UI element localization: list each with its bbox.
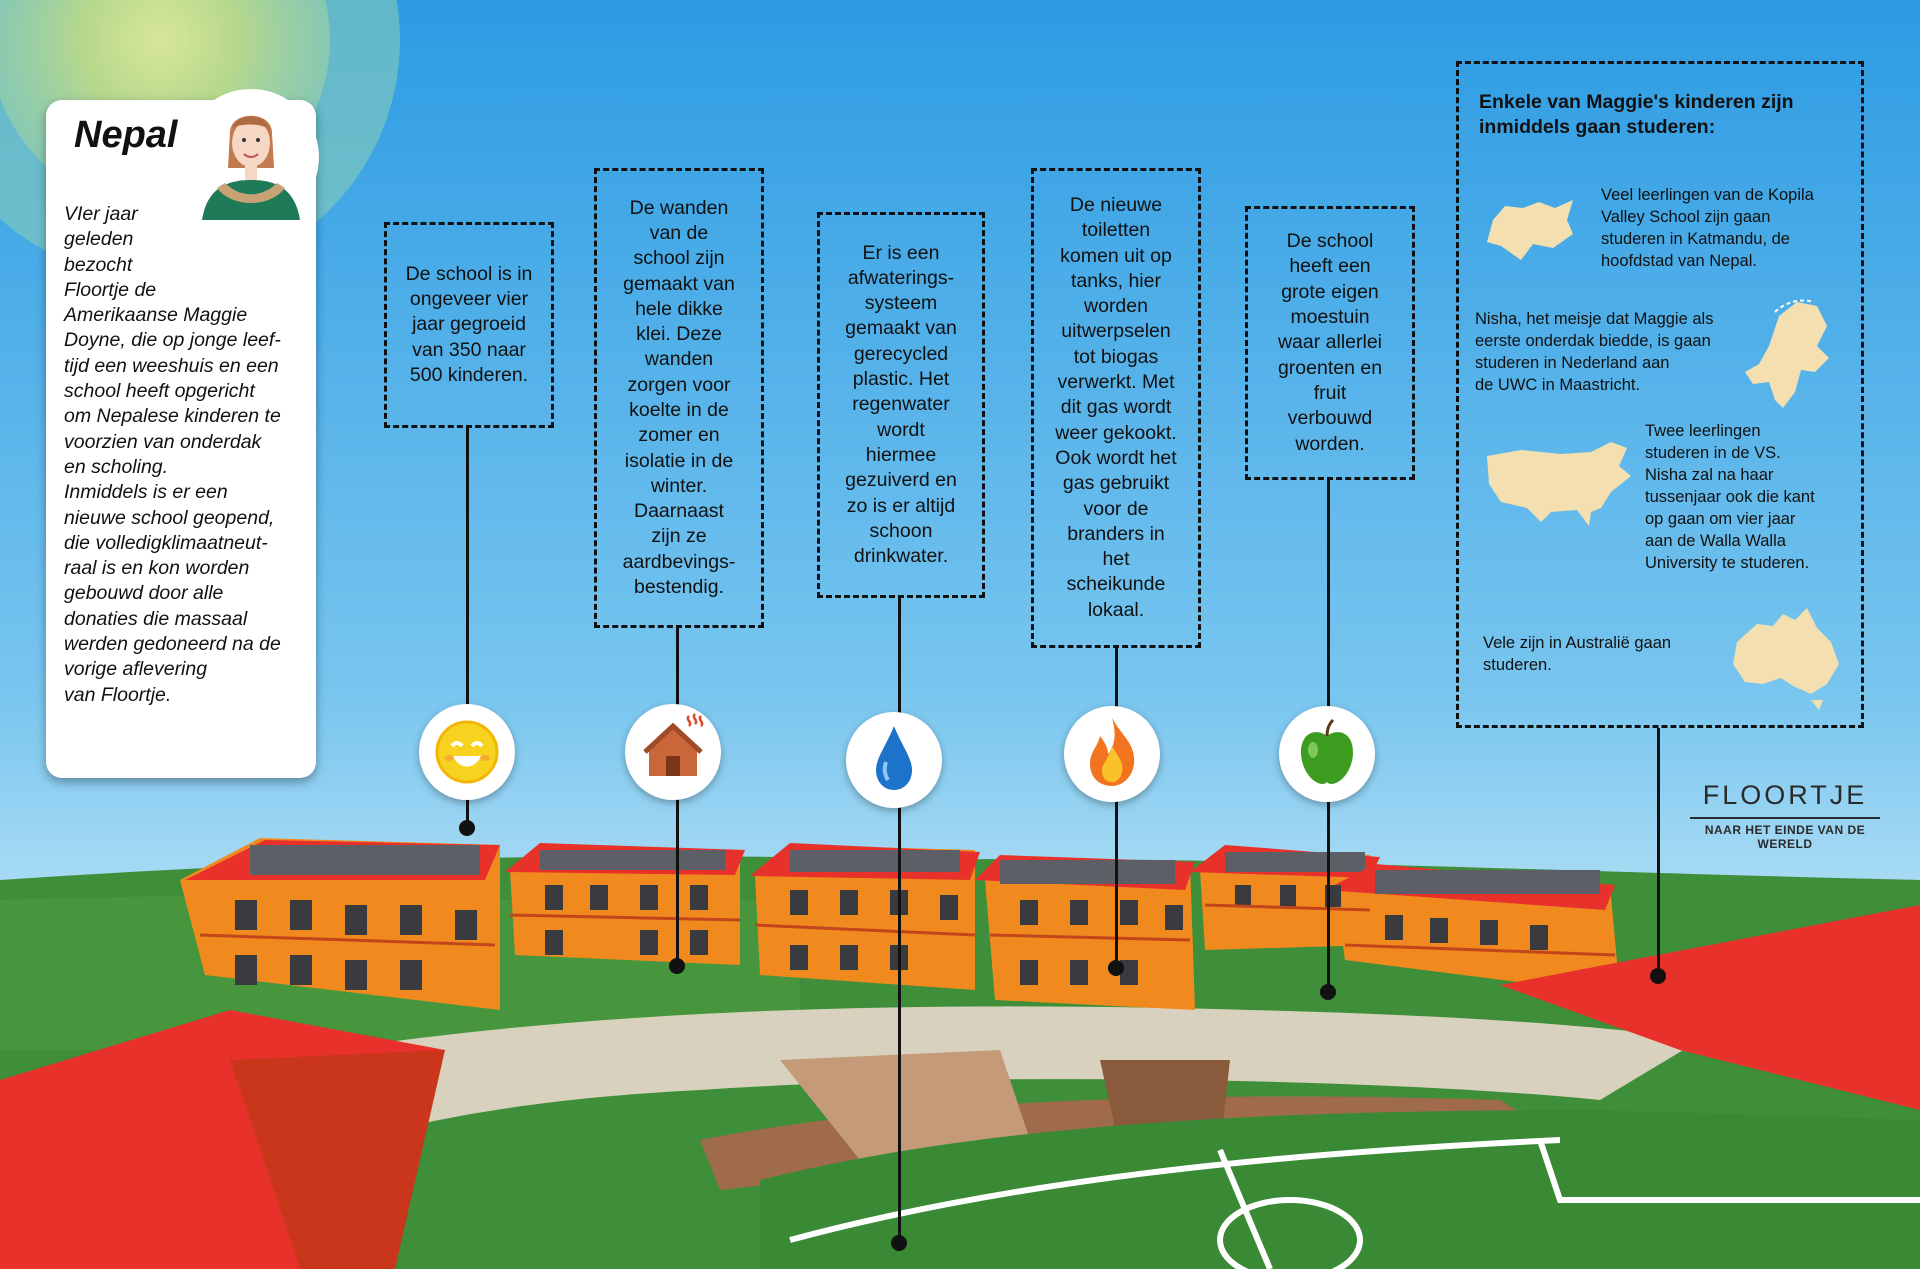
callout-text: Er is een afwaterings- systeem gemaakt v…	[845, 241, 957, 568]
callout-box-clay-walls: De wanden van de school zijn gemaakt van…	[594, 168, 764, 628]
woman-portrait-icon	[183, 89, 319, 225]
australia-map-icon	[1733, 608, 1839, 710]
green-apple-icon	[1279, 706, 1375, 802]
water-drop-icon	[846, 712, 942, 808]
callout-text: De wanden van de school zijn gemaakt van…	[622, 196, 736, 599]
callout-text: De school is in ongeveer vier jaar gegro…	[405, 262, 533, 386]
callout-box-students: De school is in ongeveer vier jaar gegro…	[384, 222, 554, 428]
connector-dot	[459, 820, 475, 836]
fire-icon	[1064, 706, 1160, 802]
portrait-avatar	[182, 88, 320, 226]
callout-box-biogas: De nieuwe toiletten komen uit op tanks, …	[1031, 168, 1201, 648]
connector-dot	[1108, 960, 1124, 976]
callout-box-water-system: Er is een afwaterings- systeem gemaakt v…	[817, 212, 985, 598]
panel-item-text: Twee leerlingen studeren in de VS. Nisha…	[1645, 422, 1815, 572]
connector-dot	[1320, 984, 1336, 1000]
panel-title: Enkele van Maggie's kinderen zijn inmidd…	[1479, 91, 1794, 138]
panel-item-text: Veel leerlingen van de Kopila Valley Sch…	[1601, 186, 1814, 270]
logo-subtitle: NAAR HET EINDE VAN DE WERELD	[1704, 823, 1866, 851]
usa-map-icon	[1487, 442, 1631, 526]
connector-line	[898, 598, 901, 1243]
connector-line	[1657, 728, 1660, 968]
panel-item-text: Vele zijn in Australië gaan studeren.	[1483, 634, 1672, 674]
connector-dot	[891, 1235, 907, 1251]
connector-dot	[669, 958, 685, 974]
panel-item-text: Nisha, het meisje dat Maggie als eerste …	[1475, 310, 1714, 394]
callout-box-vegetable-garden: De school heeft een grote eigen moestuin…	[1245, 206, 1415, 480]
callout-text: De nieuwe toiletten komen uit op tanks, …	[1055, 193, 1177, 621]
card-body-text: VIer jaar geleden bezocht Floortje de Am…	[64, 203, 281, 706]
connector-line	[1115, 648, 1118, 968]
clay-house-icon	[625, 704, 721, 800]
students-panel: Enkele van Maggie's kinderen zijn inmidd…	[1456, 61, 1864, 728]
callout-text: De school heeft een grote eigen moestuin…	[1277, 230, 1383, 455]
floortje-logo: FLOORTJE NAAR HET EINDE VAN DE WERELD	[1690, 780, 1880, 851]
connector-dot	[1650, 968, 1666, 984]
logo-title: FLOORTJE	[1702, 780, 1868, 810]
connector-line	[466, 428, 469, 828]
smiling-sun-icon	[419, 704, 515, 800]
nepal-map-icon	[1487, 200, 1573, 260]
netherlands-map-icon	[1745, 299, 1829, 408]
card-title: Nepal	[74, 114, 178, 156]
logo-divider	[1690, 817, 1880, 819]
school-buildings	[180, 838, 1620, 1010]
